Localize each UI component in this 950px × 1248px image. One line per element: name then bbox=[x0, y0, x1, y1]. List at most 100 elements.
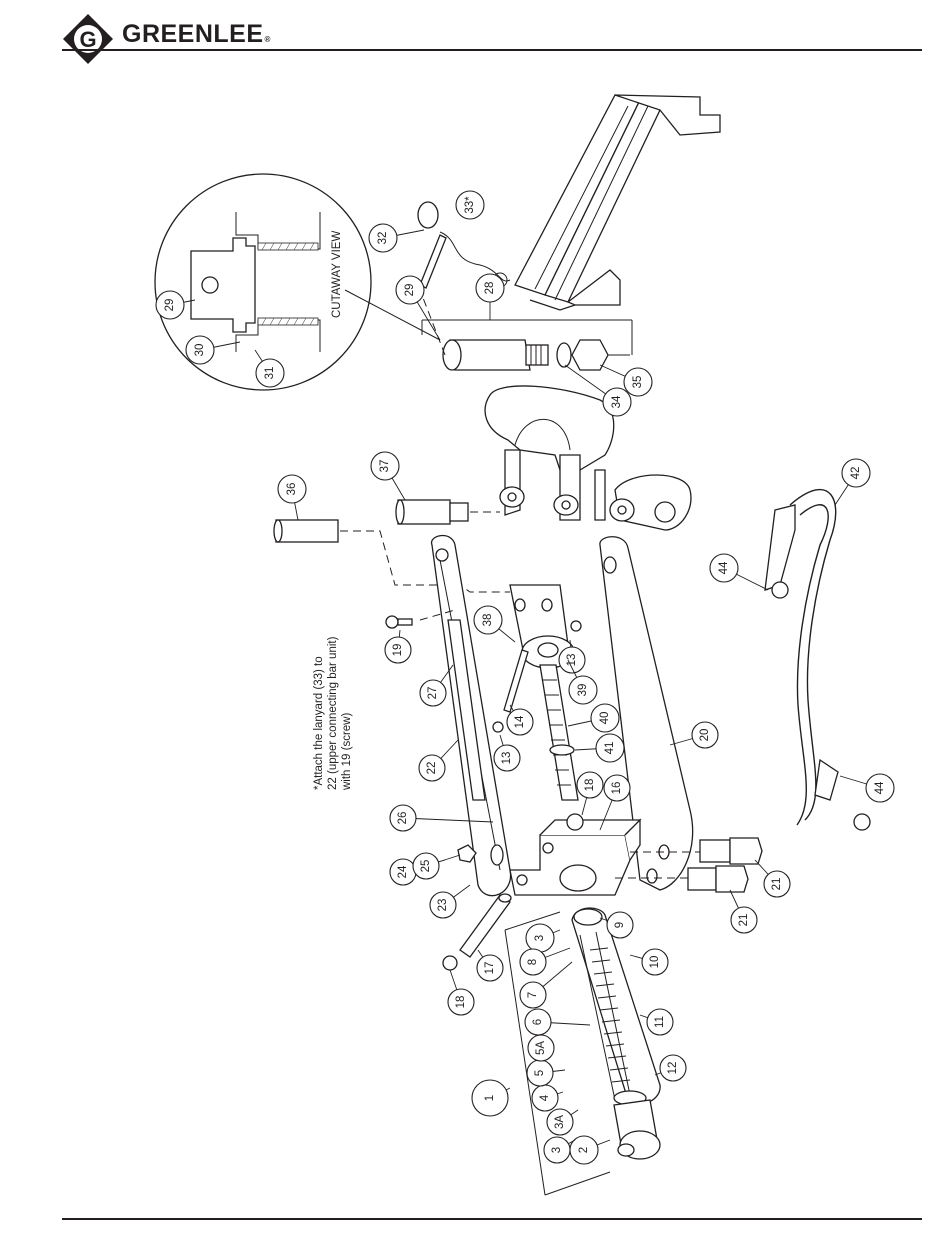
callout-10: 10 bbox=[630, 949, 668, 975]
pins-36-37 bbox=[274, 500, 510, 592]
callout-number: 37 bbox=[379, 460, 391, 473]
callout-27: 27 bbox=[420, 665, 453, 706]
callout-number: 7 bbox=[527, 992, 539, 998]
callout-number: 24 bbox=[397, 865, 409, 878]
callout-number: 40 bbox=[599, 712, 611, 725]
callout-number: 32 bbox=[377, 232, 389, 245]
callout-40: 40 bbox=[568, 704, 619, 732]
callout-31: 31 bbox=[255, 350, 284, 387]
callout-number: 23 bbox=[437, 899, 449, 912]
callout-19: 19 bbox=[385, 630, 411, 663]
callout-number: 2 bbox=[578, 1147, 590, 1153]
callout-5a: 5A bbox=[528, 1035, 554, 1061]
callout-33star: 33* bbox=[456, 191, 484, 219]
callout-29: 29 bbox=[156, 291, 195, 319]
callout-44: 44 bbox=[710, 554, 768, 590]
callout-20: 20 bbox=[670, 722, 718, 748]
callout-number: 3 bbox=[551, 1147, 563, 1153]
callout-number: 3 bbox=[534, 935, 546, 941]
cutaway-view-label: CUTAWAY VIEW bbox=[331, 231, 343, 318]
callout-number: 9 bbox=[614, 922, 626, 928]
callout-13: 13 bbox=[494, 735, 520, 771]
callout-number: 16 bbox=[611, 782, 623, 795]
callout-8: 8 bbox=[520, 948, 570, 975]
callout-number: 18 bbox=[584, 779, 596, 792]
callout-layer: 12333A455A678910111213131416171818192021… bbox=[156, 191, 894, 1164]
footer-rule bbox=[62, 1218, 922, 1220]
callout-25: 25 bbox=[413, 853, 460, 879]
callout-22: 22 bbox=[419, 740, 458, 781]
callout-21: 21 bbox=[755, 860, 790, 897]
callout-number: 28 bbox=[484, 282, 496, 295]
hose-42 bbox=[765, 490, 870, 830]
callout-1: 1 bbox=[472, 1080, 510, 1116]
callout-38: 38 bbox=[474, 606, 515, 642]
callout-number: 19 bbox=[392, 644, 404, 657]
callout-number: 33* bbox=[464, 196, 476, 214]
fixture-bracket bbox=[485, 386, 691, 530]
callout-number: 10 bbox=[649, 956, 661, 969]
callout-number: 42 bbox=[850, 467, 862, 480]
note-line-2: 22 (upper connecting bar unit) bbox=[327, 636, 339, 790]
callout-number: 21 bbox=[771, 878, 783, 891]
callout-number: 18 bbox=[455, 996, 467, 1009]
callout-11: 11 bbox=[640, 1009, 673, 1035]
callout-30: 30 bbox=[186, 336, 240, 364]
callout-17: 17 bbox=[477, 950, 503, 981]
callout-number: 8 bbox=[527, 959, 539, 965]
callout-number: 21 bbox=[738, 914, 750, 927]
callout-number: 34 bbox=[611, 395, 623, 408]
callout-number: 13 bbox=[501, 752, 513, 765]
fittings-21 bbox=[688, 838, 762, 892]
callout-number: 6 bbox=[532, 1019, 544, 1025]
callout-number: 38 bbox=[482, 614, 494, 627]
callout-3: 3 bbox=[544, 1137, 575, 1163]
callout-18: 18 bbox=[448, 970, 474, 1015]
connecting-bar-22 bbox=[420, 536, 511, 896]
callout-number: 4 bbox=[539, 1094, 551, 1101]
callout-12: 12 bbox=[655, 1055, 686, 1081]
callout-42: 42 bbox=[835, 459, 870, 505]
callout-number: 30 bbox=[194, 344, 206, 357]
note-line-3: with 19 (screw) bbox=[341, 713, 353, 791]
lanyard-note: *Attach the lanyard (33) to 22 (upper co… bbox=[313, 636, 353, 791]
callout-number: 44 bbox=[718, 561, 730, 574]
callout-2: 2 bbox=[570, 1136, 610, 1164]
callout-number: 11 bbox=[654, 1016, 666, 1028]
boom-assembly bbox=[515, 95, 720, 310]
callout-number: 26 bbox=[397, 812, 409, 825]
callout-number: 12 bbox=[667, 1062, 679, 1075]
callout-41: 41 bbox=[575, 734, 624, 762]
callout-21: 21 bbox=[730, 890, 757, 933]
callout-number: 14 bbox=[514, 715, 526, 728]
callout-3a: 3A bbox=[547, 1109, 578, 1135]
callout-number: 3A bbox=[554, 1115, 566, 1129]
callout-28: 28 bbox=[476, 274, 504, 320]
callout-number: 29 bbox=[164, 299, 176, 312]
callout-number: 13 bbox=[566, 654, 578, 667]
callout-number: 35 bbox=[632, 376, 644, 389]
callout-37: 37 bbox=[371, 452, 405, 500]
callout-number: 25 bbox=[420, 860, 432, 873]
callout-18: 18 bbox=[577, 772, 603, 815]
callout-44: 44 bbox=[840, 774, 894, 802]
callout-5: 5 bbox=[527, 1060, 565, 1086]
callout-29: 29 bbox=[396, 276, 440, 340]
callout-number: 44 bbox=[874, 781, 886, 794]
callout-number: 29 bbox=[404, 284, 416, 297]
callout-23: 23 bbox=[430, 885, 470, 918]
callout-number: 39 bbox=[577, 684, 589, 697]
callout-number: 22 bbox=[426, 762, 438, 775]
callout-32: 32 bbox=[369, 224, 424, 252]
callout-number: 17 bbox=[484, 962, 496, 975]
callout-number: 31 bbox=[264, 367, 276, 380]
callout-number: 5A bbox=[535, 1041, 547, 1055]
callout-number: 41 bbox=[604, 742, 616, 755]
callout-4: 4 bbox=[532, 1085, 563, 1111]
callout-number: 36 bbox=[286, 483, 298, 496]
callout-3: 3 bbox=[526, 924, 560, 952]
callout-number: 20 bbox=[699, 729, 711, 742]
callout-36: 36 bbox=[278, 475, 306, 520]
callout-number: 5 bbox=[534, 1070, 546, 1076]
